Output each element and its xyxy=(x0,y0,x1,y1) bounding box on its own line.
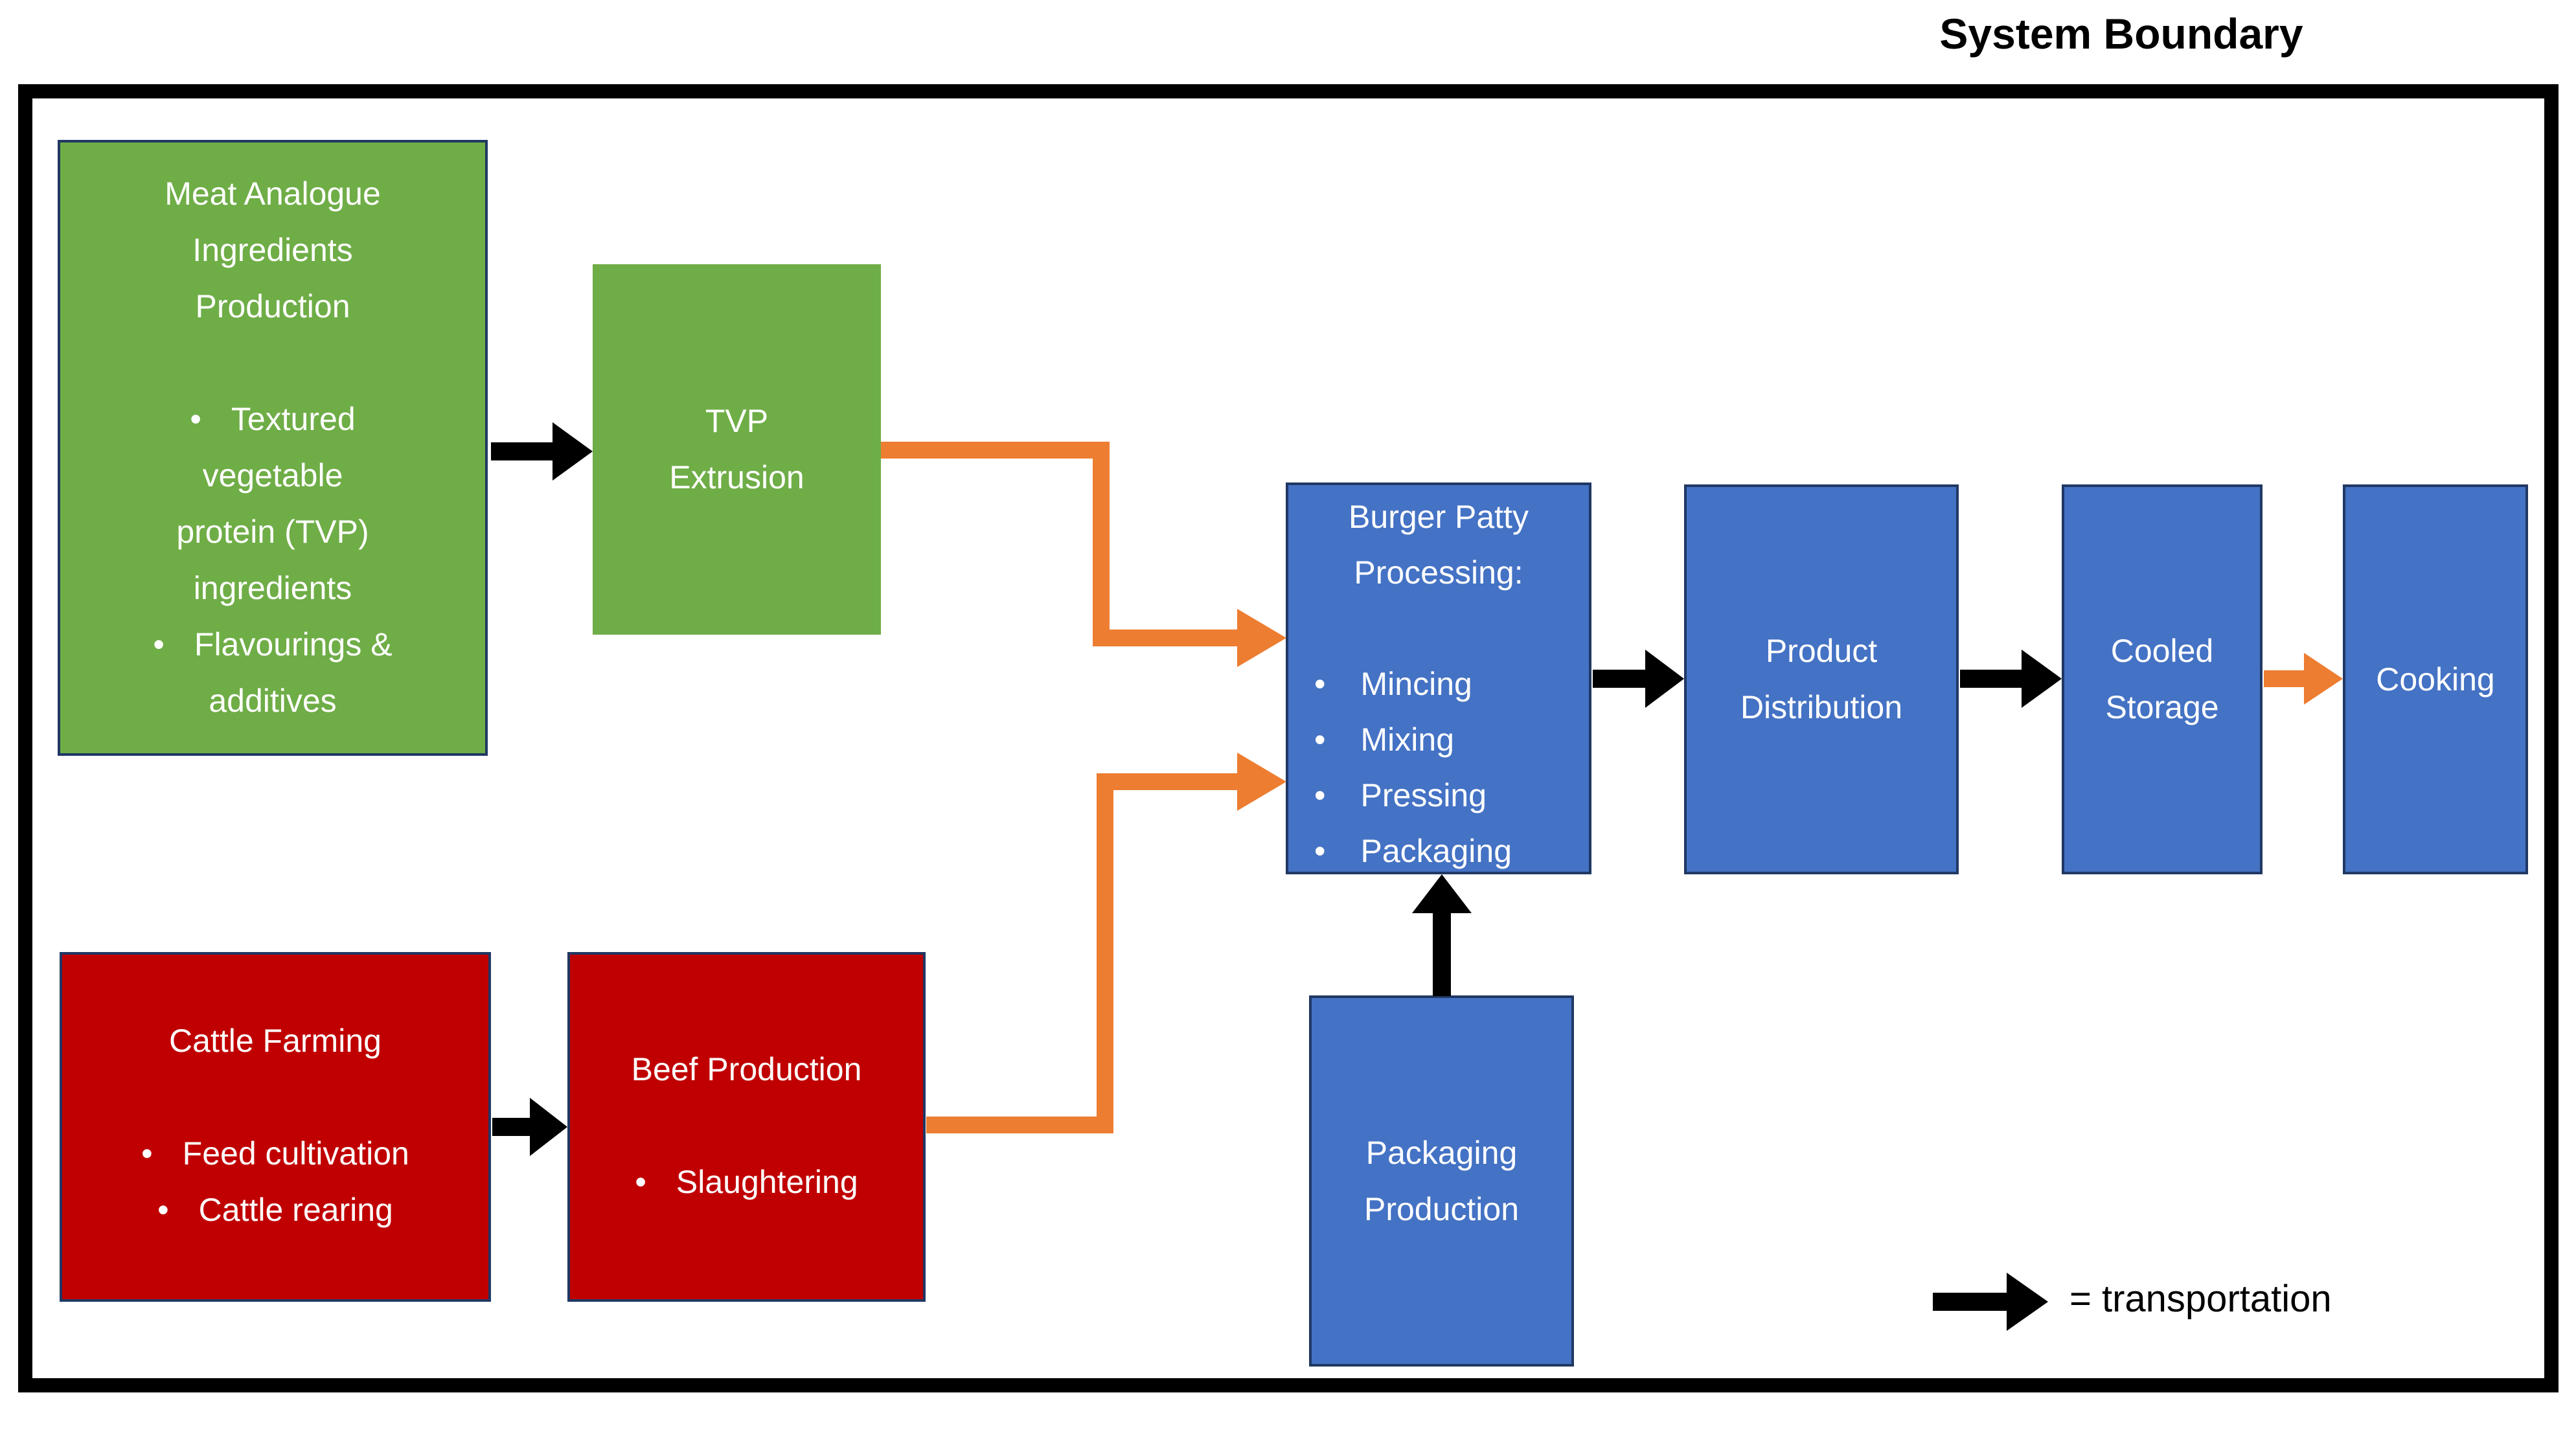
box-title-line: Extrusion xyxy=(669,459,804,495)
cooking-box: Cooking xyxy=(2343,484,2528,874)
packaging-production-box: Packaging Production xyxy=(1309,995,1574,1367)
bullet-text: Flavourings & xyxy=(194,626,393,663)
box-title-line: Burger Patty xyxy=(1349,499,1529,535)
box-title-line: TVP xyxy=(705,403,769,439)
spacer-line xyxy=(62,1069,488,1126)
bullet-icon: • xyxy=(157,1192,169,1228)
page-title: System Boundary xyxy=(1939,10,2303,58)
bullet-line: • Mixing xyxy=(1288,712,1589,767)
bullet-icon: • xyxy=(635,1164,646,1200)
box-title-line: Distribution xyxy=(1740,689,1903,725)
box-title-line: Cattle Farming xyxy=(169,1023,382,1059)
bullet-icon: • xyxy=(1314,666,1326,702)
box-title-line: Production xyxy=(195,288,350,324)
bullet-line: • Pressing xyxy=(1288,767,1589,823)
system-boundary-frame xyxy=(18,84,2559,1392)
spacer-line xyxy=(1288,600,1589,656)
box-title-line: Packaging xyxy=(1365,1134,1518,1171)
legend-label: = transportation xyxy=(2069,1278,2332,1320)
bullet-text: Cattle rearing xyxy=(198,1192,393,1228)
tvp-extrusion-box: TVP Extrusion xyxy=(593,264,881,635)
bullet-text: Pressing xyxy=(1360,777,1487,813)
bullet-line: • Flavourings & xyxy=(60,617,485,673)
bullet-text: Mincing xyxy=(1360,666,1472,702)
spacer-line xyxy=(570,1098,923,1154)
beef-production-box: Beef Production • Slaughtering xyxy=(567,952,926,1302)
bullet-icon: • xyxy=(1314,777,1326,813)
burger-patty-processing-box: Burger Patty Processing: • Mincing • Mixin… xyxy=(1286,482,1591,874)
bullet-line: • Feed cultivation xyxy=(62,1126,488,1182)
box-title-line: Cooking xyxy=(2376,661,2495,698)
box-title-line: Production xyxy=(1363,1190,1520,1227)
box-title-line: Product xyxy=(1765,633,1878,669)
box-title-line: Cooled xyxy=(2110,633,2214,669)
box-title-line: Storage xyxy=(2105,689,2219,725)
bullet-icon: • xyxy=(1314,721,1326,758)
bullet-icon: • xyxy=(141,1135,153,1172)
cattle-farming-box: Cattle Farming • Feed cultivation • Cattle… xyxy=(60,952,491,1302)
bullet-text: Textured xyxy=(231,401,356,437)
box-title-line: Ingredients xyxy=(192,232,353,268)
box-title-line: Meat Analogue xyxy=(165,176,381,212)
bullet-line: • Cattle rearing xyxy=(62,1182,488,1238)
bullet-line: • Packaging xyxy=(1288,823,1589,872)
bullet-icon: • xyxy=(190,401,201,437)
box-title-line: Beef Production xyxy=(631,1051,862,1087)
bullet-wrap-line: protein (TVP) xyxy=(176,514,369,550)
product-distribution-box: Product Distribution xyxy=(1684,484,1959,874)
bullet-icon: • xyxy=(1314,833,1326,869)
meat-analogue-ingredients-production-box: Meat Analogue Ingredients Production • Te… xyxy=(58,140,488,756)
box-title-line: Processing: xyxy=(1354,554,1523,591)
bullet-icon: • xyxy=(153,626,165,663)
bullet-wrap-line: vegetable xyxy=(202,457,343,494)
bullet-wrap-line: additives xyxy=(209,683,337,719)
bullet-wrap-line: ingredients xyxy=(193,570,352,606)
bullet-text: Mixing xyxy=(1360,721,1454,758)
bullet-line: • Mincing xyxy=(1288,656,1589,712)
bullet-line: • Slaughtering xyxy=(570,1154,923,1210)
bullet-text: Packaging xyxy=(1360,833,1512,869)
bullet-line: • Textured xyxy=(60,391,485,448)
spacer-line xyxy=(60,335,485,391)
bullet-text: Feed cultivation xyxy=(182,1135,409,1172)
bullet-text: Slaughtering xyxy=(676,1164,858,1200)
cooled-storage-box: Cooled Storage xyxy=(2062,484,2263,874)
